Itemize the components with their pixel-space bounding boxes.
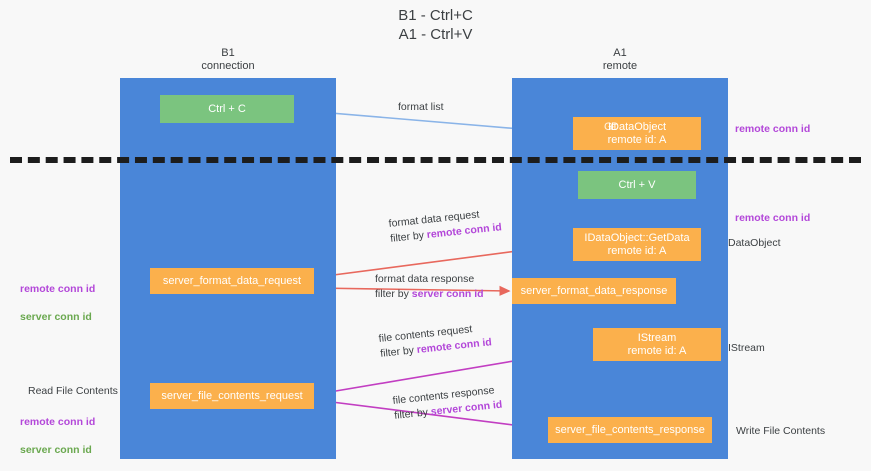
note-left-remote-conn-id-2: remote conn id <box>20 416 96 428</box>
filter-prefix: filter by <box>379 344 418 360</box>
box-getdata-line1: IDataObject::GetData <box>584 231 690 244</box>
edge-label-format-data-response-filter: filter by server conn id <box>375 287 484 302</box>
edge-label-format-data-response-line1: format data response <box>375 273 475 285</box>
note-left-remote-conn-id: remote conn id <box>20 283 96 295</box>
box-server-format-data-request[interactable]: server_format_data_request <box>150 268 314 294</box>
edge-label-format-list: format list <box>398 101 444 113</box>
box-server-file-contents-response-label: server_file_contents_response <box>555 423 705 436</box>
note-right-write-file-contents: Write File Contents <box>736 425 826 437</box>
box-server-format-data-response-label: server_format_data_response <box>520 284 668 297</box>
column-header-b1: B1 connection <box>201 47 255 72</box>
box-server-file-contents-request[interactable]: server_file_contents_request <box>150 383 314 409</box>
note-left-server-conn-id: server conn id <box>20 311 92 323</box>
dashed-divider <box>10 157 861 163</box>
box-idataobject-main-text: IDataObject <box>607 120 667 133</box>
box-server-file-contents-request-label: server_file_contents_request <box>161 389 303 402</box>
filter-value: server conn id <box>411 288 484 300</box>
edge-label-format-data-response: format data response filter by server co… <box>375 272 484 302</box>
box-ctrl-c[interactable]: Ctrl + C <box>160 95 294 123</box>
box-idataobject-ghost-text: Get <box>603 120 617 133</box>
box-idataobject-line1: Get IDataObject <box>604 120 667 134</box>
page-title: B1 - Ctrl+C A1 - Ctrl+V <box>398 7 473 43</box>
box-server-file-contents-response[interactable]: server_file_contents_response <box>548 417 712 443</box>
note-left-conn-ids-top: remote conn id server conn id <box>20 268 95 338</box>
note-right-remote-conn-id-mid: remote conn id <box>735 212 811 224</box>
box-istream-line1: IStream <box>637 331 677 344</box>
column-header-a1: A1 remote <box>602 47 638 72</box>
note-left-read-file-contents: Read File Contents <box>28 385 118 397</box>
box-ctrl-v-label: Ctrl + V <box>618 178 656 191</box>
box-idataobject-getdata[interactable]: IDataObject::GetData remote id: A <box>573 228 701 261</box>
box-server-format-data-request-label: server_format_data_request <box>162 274 302 287</box>
note-right-dataobject: DataObject <box>728 237 781 249</box>
note-right-istream: IStream <box>728 342 765 354</box>
box-idataobject-line2: remote id: A <box>607 133 667 146</box>
box-idataobject-remote[interactable]: Get IDataObject remote id: A <box>573 117 701 150</box>
note-left-server-conn-id-2: server conn id <box>20 444 92 456</box>
note-right-remote-conn-id-top: remote conn id <box>735 123 811 135</box>
box-getdata-line2: remote id: A <box>607 244 667 257</box>
filter-prefix: filter by <box>375 288 412 300</box>
box-server-format-data-response[interactable]: server_format_data_response <box>512 278 676 304</box>
box-ctrl-v[interactable]: Ctrl + V <box>578 171 696 199</box>
filter-prefix: filter by <box>389 229 428 245</box>
box-istream[interactable]: IStream remote id: A <box>593 328 721 361</box>
box-istream-line2: remote id: A <box>627 344 687 357</box>
box-ctrl-c-label: Ctrl + C <box>208 102 246 115</box>
note-left-conn-ids-bottom: remote conn id server conn id <box>20 401 95 471</box>
filter-prefix: filter by <box>393 406 432 422</box>
